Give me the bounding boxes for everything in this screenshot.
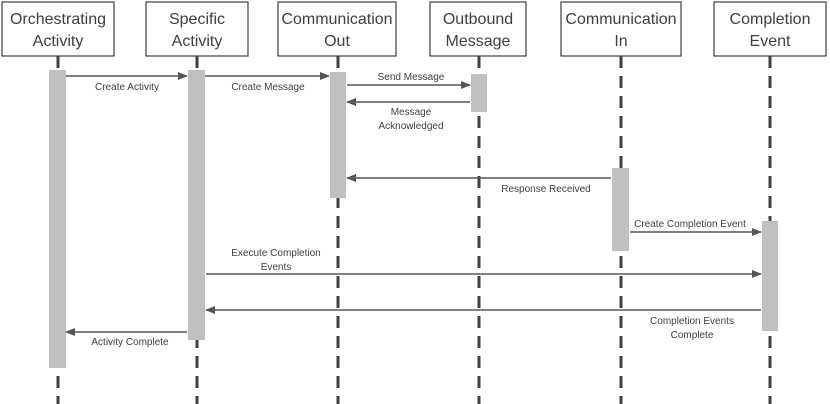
participant-outbound-message: Outbound Message — [429, 1, 527, 57]
message-label-create-activity: Create Activity — [95, 82, 159, 93]
message-label-send-message: Send Message — [378, 72, 445, 83]
message-label-message-acknowledged: Acknowledged — [378, 121, 443, 132]
participant-completion-event: Completion Event — [713, 1, 827, 57]
participant-label-line: Completion — [730, 11, 811, 28]
participant-label-line: Activity — [33, 33, 84, 50]
participant-label-line: Communication — [565, 11, 676, 28]
participant-label-line: Specific — [169, 11, 225, 28]
participant-label-line: Communication — [281, 11, 392, 28]
message-label-response-received: Response Received — [501, 184, 591, 195]
message-label-message-acknowledged: Message — [391, 107, 432, 118]
participant-label-line: Outbound — [443, 11, 513, 28]
participant-orchestrating-activity: Orchestrating Activity — [1, 1, 115, 57]
participant-specific-activity: Specific Activity — [145, 1, 249, 57]
activation-bar-completion-event — [762, 221, 778, 331]
activation-bar-orchestrating-activity — [49, 70, 66, 368]
participant-label-line: Message — [446, 33, 511, 50]
message-label-execute-completion-events: Events — [261, 262, 292, 273]
message-label-completion-events-complete: Completion Events — [650, 316, 734, 327]
message-label-create-message: Create Message — [231, 82, 305, 93]
participant-label-line: Out — [324, 33, 350, 50]
activation-bar-specific-activity — [188, 70, 205, 340]
activation-bar-outbound-message — [471, 74, 487, 112]
participant-communication-in: Communication In — [560, 1, 682, 57]
activation-bar-communication-out — [330, 72, 346, 198]
participant-label-line: Event — [750, 33, 791, 50]
participant-label-line: Orchestrating — [10, 11, 106, 28]
activation-bar-communication-in — [612, 168, 629, 251]
message-label-create-completion-event: Create Completion Event — [634, 219, 746, 230]
message-label-execute-completion-events: Execute Completion — [231, 248, 321, 259]
message-label-activity-complete: Activity Complete — [91, 337, 169, 348]
participant-communication-out: Communication Out — [277, 1, 397, 57]
participant-label-line: In — [614, 33, 627, 50]
participant-label-line: Activity — [172, 33, 223, 50]
message-label-completion-events-complete: Complete — [671, 330, 714, 341]
